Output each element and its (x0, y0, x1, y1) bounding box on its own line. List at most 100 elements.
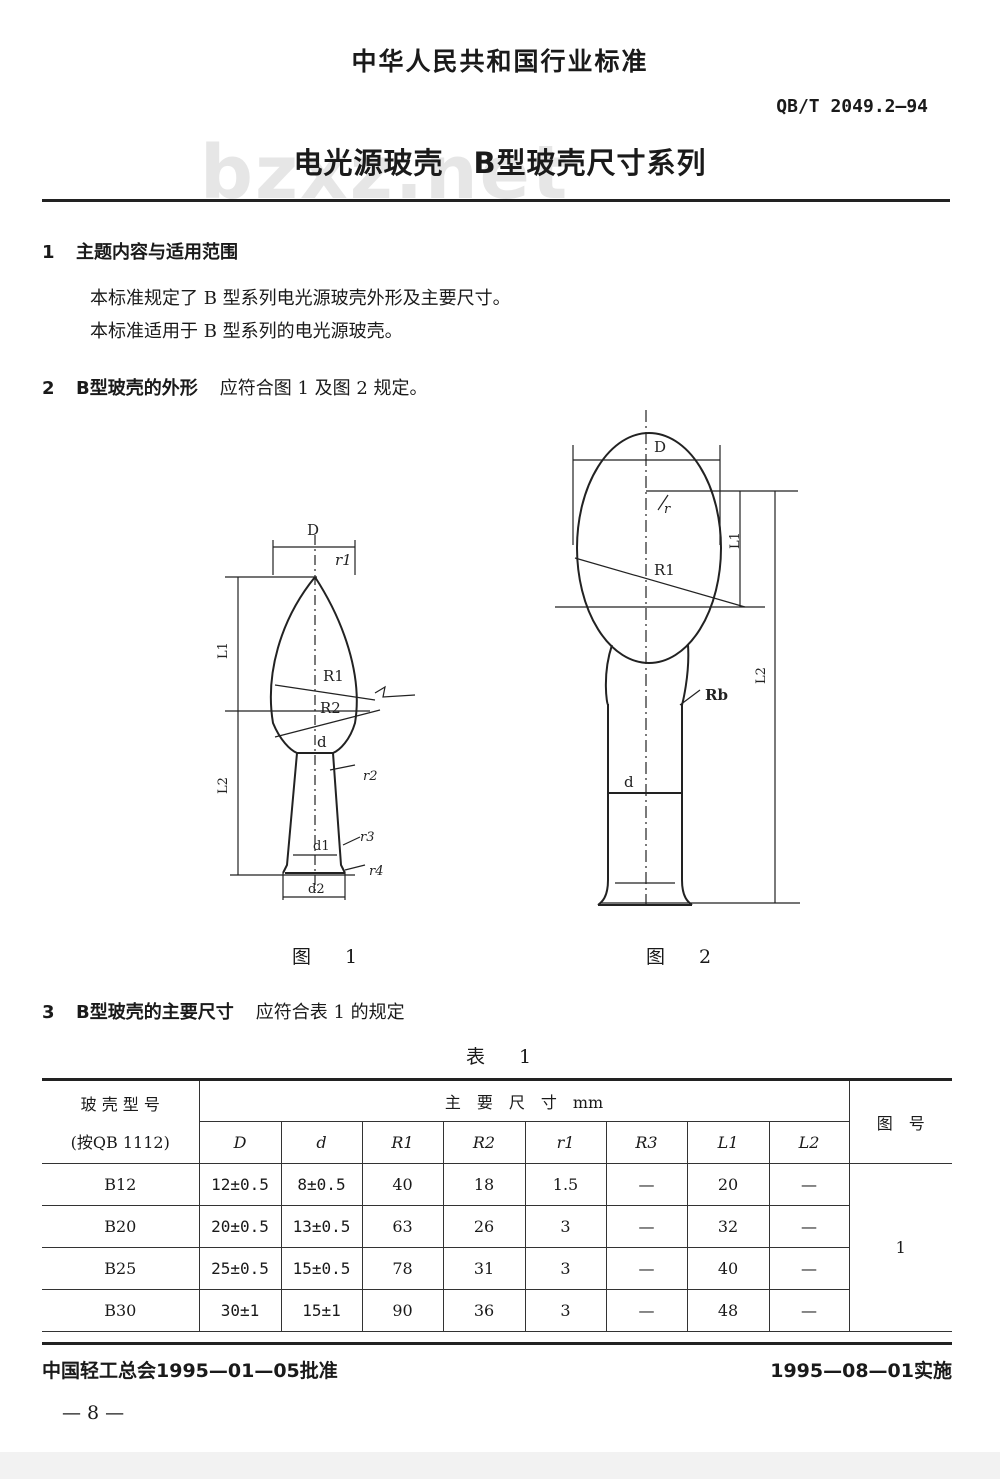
table-row: B12 12±0.5 8±0.5 40 18 1.5 — 20 — 1 (42, 1163, 952, 1332)
title-rule (42, 199, 950, 202)
fig2-label-R1: R1 (654, 561, 675, 579)
figure-2-caption: 图 2 (646, 946, 726, 968)
cell-r1: 1.5 (524, 1163, 607, 1206)
cell-d: 15±1 (280, 1289, 363, 1332)
fig1-label-d: d (317, 733, 327, 751)
cell-L1: 20 (686, 1163, 770, 1206)
section-2-title: B型玻壳的外形 (76, 378, 198, 399)
fig1-label-R1: R1 (323, 667, 344, 685)
fig1-label-r3: r3 (360, 830, 375, 845)
cell-R2: 26 (442, 1205, 526, 1248)
cell-R3: — (605, 1163, 688, 1206)
cell-r1: 3 (524, 1247, 607, 1290)
header-fig: 图 号 (848, 1078, 952, 1164)
cell-L2: — (768, 1163, 850, 1206)
col-d: d (280, 1121, 363, 1164)
fig2-label-D: D (654, 438, 666, 456)
cell-R1: 78 (361, 1247, 444, 1290)
col-L2: L2 (768, 1121, 850, 1164)
row-type: B12 (42, 1163, 200, 1206)
figure-2-drawing: D r L1 R1 Rb L2 d (555, 410, 800, 910)
cell-D: 12±0.5 (198, 1163, 282, 1206)
table-1-caption: 表 1 (466, 1046, 546, 1068)
cell-R2: 36 (442, 1289, 526, 1332)
cell-L2: — (768, 1205, 850, 1248)
cell-D: 25±0.5 (198, 1247, 282, 1290)
fig1-label-D: D (307, 521, 319, 539)
header-type-sub: (按QB 1112) (70, 1133, 170, 1152)
fig1-label-r2: r2 (363, 769, 378, 784)
section-3-number: 3 (42, 1002, 55, 1023)
cell-L1: 40 (686, 1247, 770, 1290)
fig-no-cell: 1 (848, 1163, 952, 1332)
col-R2: R2 (442, 1121, 526, 1164)
section-1-number: 1 (42, 242, 55, 263)
col-R1: R1 (361, 1121, 444, 1164)
standard-code: QB/T 2049.2—94 (776, 96, 928, 117)
cell-L1: 48 (686, 1289, 770, 1332)
cell-L2: — (768, 1289, 850, 1332)
page-number: — 8 — (62, 1402, 125, 1424)
effective-date: 1995—08—01实施 (770, 1360, 952, 1382)
section-2-text: 应符合图 1 及图 2 规定。 (219, 378, 428, 399)
section-1-heading: 1 主题内容与适用范围 (42, 238, 238, 264)
header-type: 玻 壳 型 号 (80, 1095, 160, 1114)
cell-R2: 18 (442, 1163, 526, 1206)
header-type-cell: 玻 壳 型 号 (按QB 1112) (42, 1078, 200, 1164)
document-title: 电光源玻壳 B型玻壳尺寸系列 (293, 146, 707, 180)
table-row: B25 25±0.5 15±0.5 78 31 3 — 40 — (42, 1247, 952, 1290)
cell-R1: 90 (361, 1289, 444, 1332)
section-2-heading: 2 B型玻壳的外形应符合图 1 及图 2 规定。 (42, 374, 428, 400)
fig2-label-L2: L2 (754, 667, 769, 684)
cell-L1: 32 (686, 1205, 770, 1248)
section-2-number: 2 (42, 378, 55, 399)
approval-date: 中国轻工总会1995—01—05批准 (42, 1360, 338, 1382)
cell-d: 13±0.5 (280, 1205, 363, 1248)
cell-R1: 63 (361, 1205, 444, 1248)
fig1-label-r4: r4 (369, 864, 384, 879)
footer-rule (42, 1342, 952, 1345)
cell-R2: 31 (442, 1247, 526, 1290)
table-row: B30 30±1 15±1 90 36 3 — 48 — (42, 1289, 952, 1332)
figure-1-caption: 图 1 (292, 946, 372, 968)
cell-D: 20±0.5 (198, 1205, 282, 1248)
fig1-label-d1: d1 (313, 839, 330, 854)
section-3-title: B型玻壳的主要尺寸 (76, 1002, 234, 1023)
fig2-label-r: r (664, 502, 671, 517)
fig1-label-r1: r1 (335, 551, 352, 569)
header-main: 主 要 尺 寸 mm (198, 1078, 850, 1122)
col-R3: R3 (605, 1121, 688, 1164)
cell-r1: 3 (524, 1289, 607, 1332)
cell-r1: 3 (524, 1205, 607, 1248)
row-type: B30 (42, 1289, 200, 1332)
fig1-label-d2: d2 (308, 882, 325, 897)
fig1-label-L1: L1 (216, 642, 231, 659)
cell-D: 30±1 (198, 1289, 282, 1332)
dimensions-table: 玻 壳 型 号 (按QB 1112) 主 要 尺 寸 mm 图 号 D d R1… (42, 1078, 952, 1332)
cell-L2: — (768, 1247, 850, 1290)
fig2-label-d: d (624, 773, 634, 791)
issuing-authority: 中华人民共和国行业标准 (351, 47, 649, 76)
section-3-heading: 3 B型玻壳的主要尺寸应符合表 1 的规定 (42, 998, 405, 1024)
fig2-label-L1: L1 (728, 532, 743, 549)
fig1-label-L2: L2 (216, 777, 231, 794)
section-1-para-2: 本标准适用于 B 型系列的电光源玻壳。 (90, 321, 403, 342)
cell-R3: — (605, 1205, 688, 1248)
section-1-para-1: 本标准规定了 B 型系列电光源玻壳外形及主要尺寸。 (90, 288, 511, 309)
figure-1-drawing: D r1 L1 R1 R2 d L2 r2 d1 r3 r4 d2 (216, 521, 416, 900)
cell-R3: — (605, 1289, 688, 1332)
cell-d: 15±0.5 (280, 1247, 363, 1290)
col-D: D (198, 1121, 282, 1164)
cell-R3: — (605, 1247, 688, 1290)
section-3-text: 应符合表 1 的规定 (255, 1002, 405, 1023)
section-1-title: 主题内容与适用范围 (76, 242, 238, 263)
col-r1: r1 (524, 1121, 607, 1164)
row-type: B25 (42, 1247, 200, 1290)
cell-d: 8±0.5 (280, 1163, 363, 1206)
cell-R1: 40 (361, 1163, 444, 1206)
fig1-label-R2: R2 (320, 699, 341, 717)
fig2-label-Rb: Rb (705, 686, 728, 704)
col-L1: L1 (686, 1121, 770, 1164)
table-row: B20 20±0.5 13±0.5 63 26 3 — 32 — (42, 1205, 952, 1248)
